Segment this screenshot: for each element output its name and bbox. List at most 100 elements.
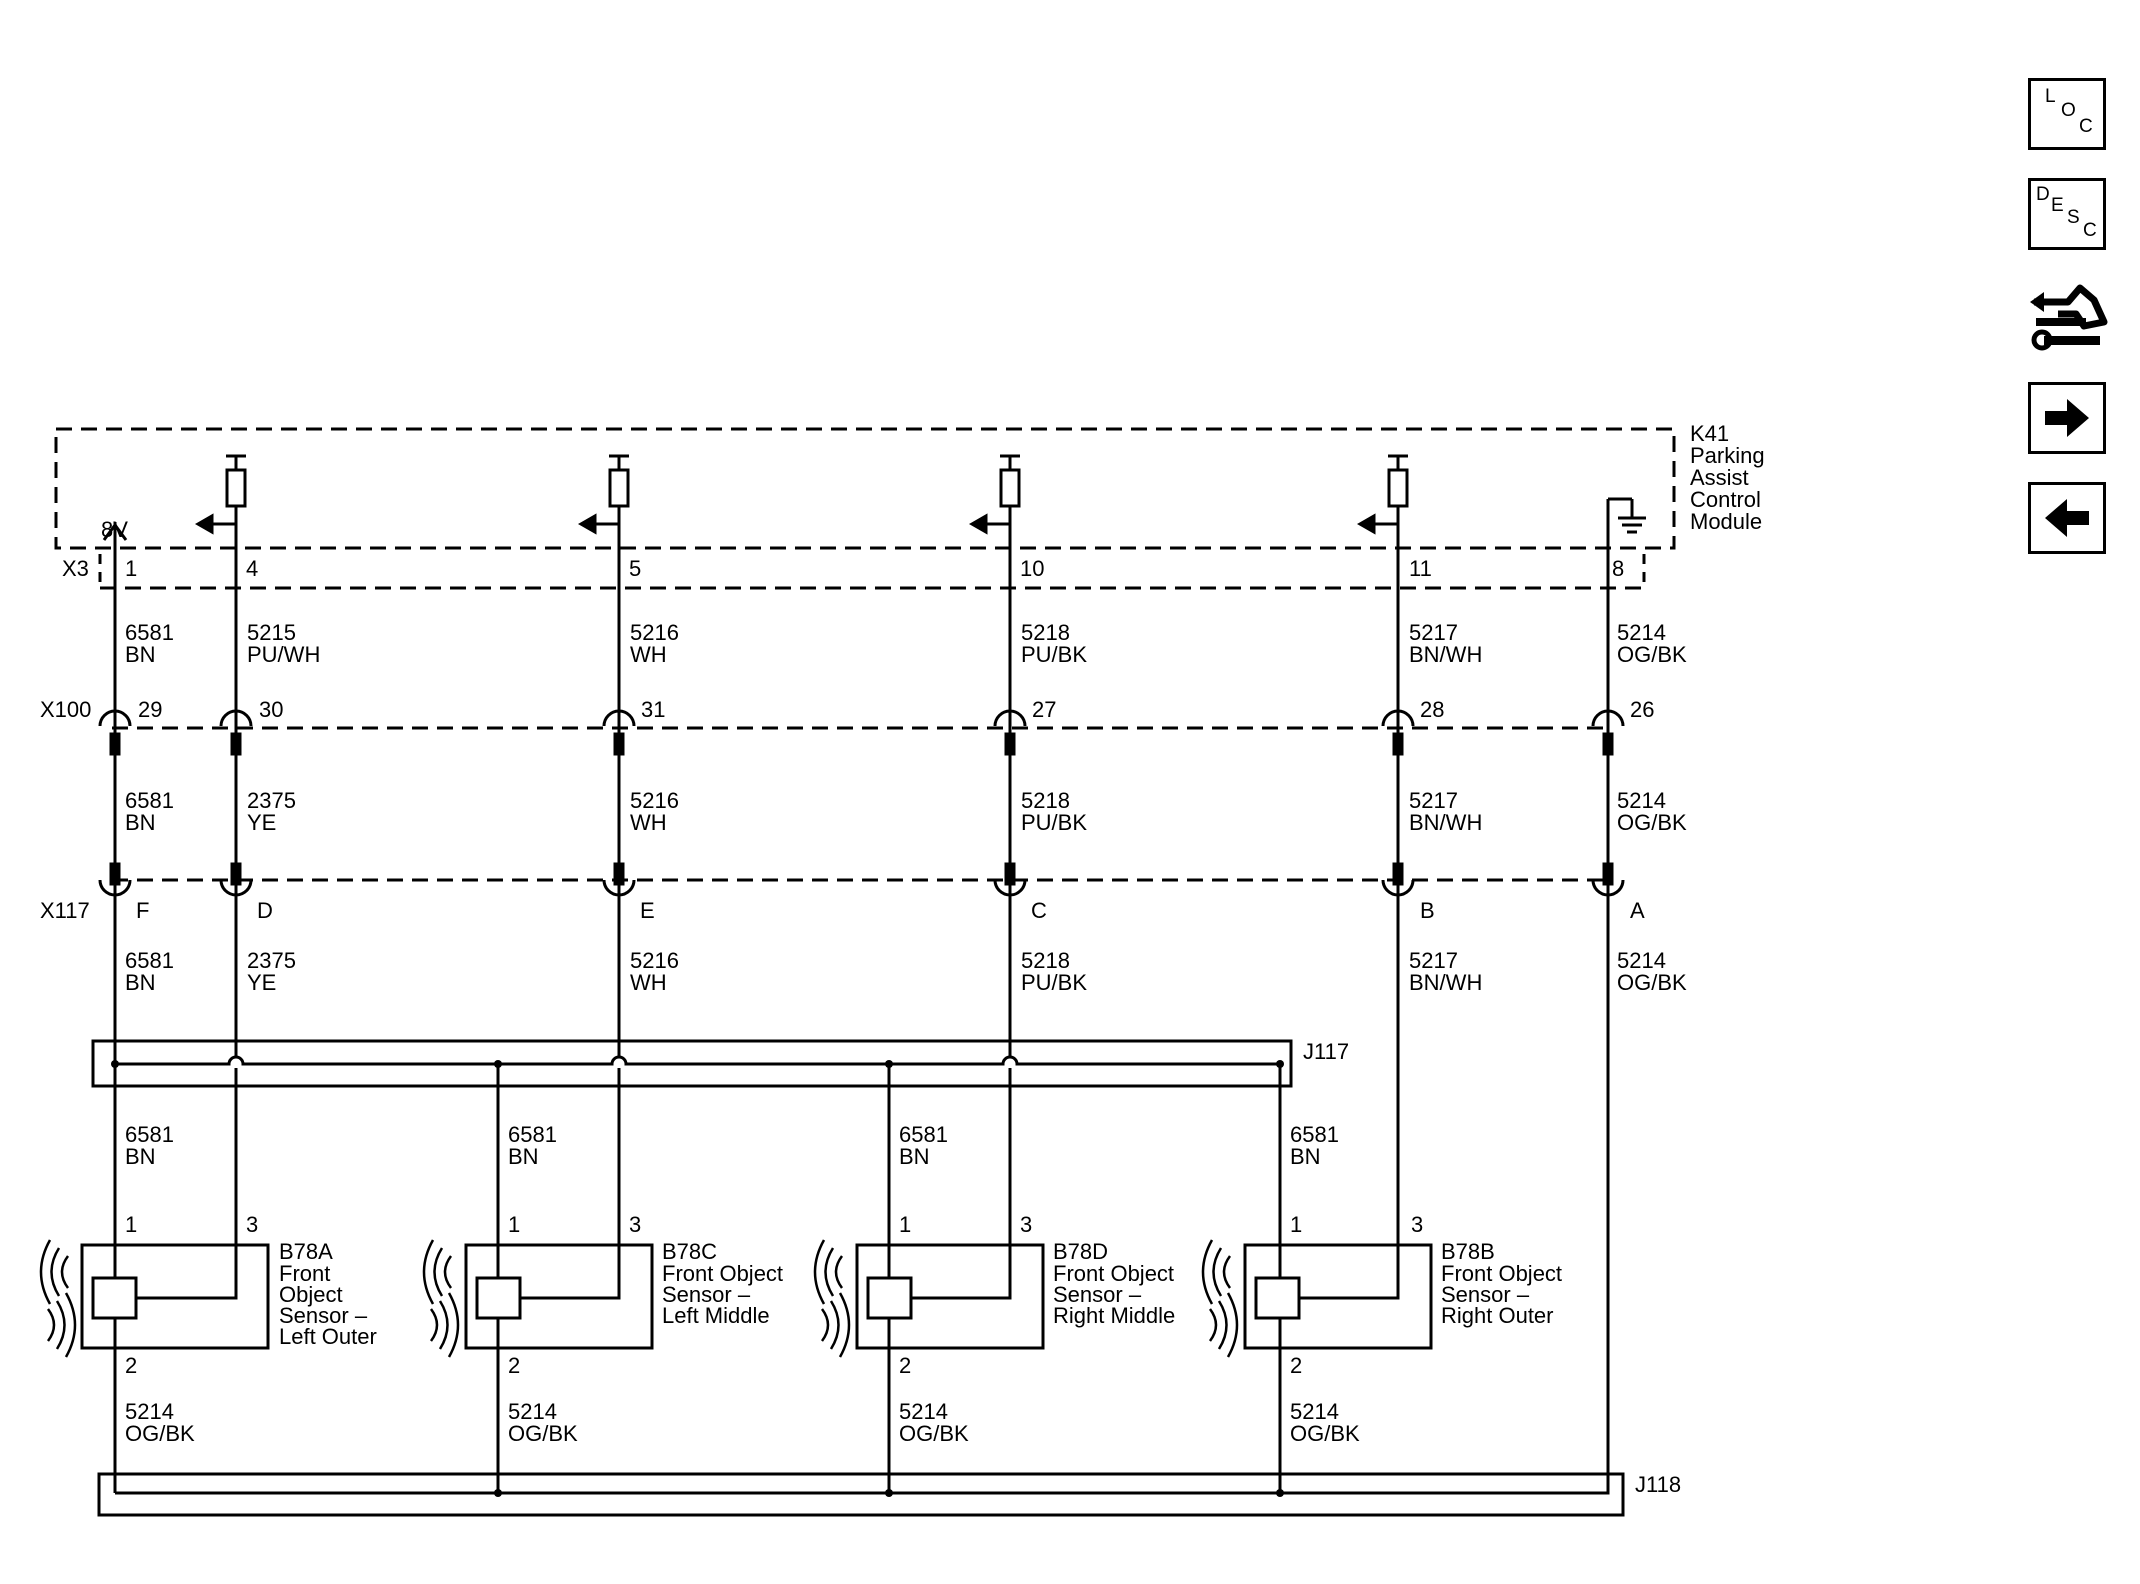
svg-text:F: F	[136, 898, 149, 923]
svg-text:1: 1	[125, 1212, 137, 1237]
x100-label: X100	[40, 697, 91, 722]
k41-module-boundary	[54, 427, 1676, 550]
svg-text:3: 3	[1411, 1212, 1423, 1237]
svg-text:1: 1	[899, 1212, 911, 1237]
svg-text:5214: 5214	[1617, 620, 1666, 645]
svg-text:B78A: B78A	[279, 1239, 333, 1264]
svg-text:11: 11	[1409, 556, 1432, 581]
svg-text:5: 5	[629, 556, 641, 581]
supply-8v-symbol	[102, 522, 128, 545]
x3-label: X3	[62, 556, 89, 581]
svg-text:Right Outer: Right Outer	[1441, 1303, 1554, 1328]
svg-text:6581: 6581	[125, 1122, 174, 1147]
svg-text:Sensor –: Sensor –	[279, 1303, 368, 1328]
svg-text:5218: 5218	[1021, 948, 1070, 973]
module-name-line: Parking	[1690, 443, 1765, 468]
connector-end-view-icon	[2030, 284, 2108, 351]
svg-text:5218: 5218	[1021, 788, 1070, 813]
svg-text:OG/BK: OG/BK	[1617, 970, 1687, 995]
supply-voltage-label: 8V	[101, 517, 128, 542]
svg-text:Sensor –: Sensor –	[662, 1282, 751, 1307]
svg-text:27: 27	[1032, 697, 1056, 722]
svg-text:1: 1	[125, 556, 137, 581]
svg-text:OG/BK: OG/BK	[125, 1421, 195, 1446]
svg-text:WH: WH	[630, 642, 667, 667]
svg-text:PU/BK: PU/BK	[1021, 970, 1087, 995]
svg-text:2: 2	[125, 1353, 137, 1378]
desc-letter: E	[2051, 195, 2064, 216]
svg-text:OG/BK: OG/BK	[508, 1421, 578, 1446]
svg-text:OG/BK: OG/BK	[1290, 1421, 1360, 1446]
svg-text:BN: BN	[125, 642, 156, 667]
svg-text:Object: Object	[279, 1282, 343, 1307]
svg-text:Left Middle: Left Middle	[662, 1303, 770, 1328]
svg-text:5216: 5216	[630, 788, 679, 813]
svg-text:Front Object: Front Object	[1053, 1261, 1174, 1286]
sensor-b78b	[1243, 1243, 1433, 1350]
input-circuit-10	[968, 454, 1021, 535]
svg-text:5214: 5214	[1617, 788, 1666, 813]
svg-text:5215: 5215	[247, 620, 296, 645]
j118-splice-pack	[97, 1472, 1625, 1517]
desc-button[interactable]: D E S C	[2028, 178, 2106, 250]
loc-letter: C	[2079, 116, 2093, 137]
svg-text:4: 4	[246, 556, 258, 581]
svg-text:5216: 5216	[630, 620, 679, 645]
svg-text:D: D	[257, 898, 273, 923]
module-name-line: Control	[1690, 487, 1761, 512]
svg-text:YE: YE	[247, 810, 276, 835]
svg-text:Front: Front	[279, 1261, 330, 1286]
svg-text:Front Object: Front Object	[662, 1261, 783, 1286]
prev-button[interactable]	[2028, 482, 2106, 554]
sensor-b78c	[464, 1243, 654, 1350]
svg-text:10: 10	[1020, 556, 1044, 581]
svg-text:PU/WH: PU/WH	[247, 642, 320, 667]
svg-text:30: 30	[259, 697, 283, 722]
svg-text:BN/WH: BN/WH	[1409, 642, 1482, 667]
arrow-left-icon	[2045, 499, 2089, 537]
svg-text:5214: 5214	[1290, 1399, 1339, 1424]
svg-text:BN/WH: BN/WH	[1409, 810, 1482, 835]
input-circuit-5	[577, 454, 630, 535]
svg-text:BN: BN	[1290, 1144, 1321, 1169]
svg-text:B: B	[1420, 898, 1435, 923]
svg-text:5214: 5214	[899, 1399, 948, 1424]
svg-text:Sensor –: Sensor –	[1053, 1282, 1142, 1307]
svg-text:29: 29	[138, 697, 162, 722]
arrow-right-icon	[2045, 399, 2089, 437]
svg-text:WH: WH	[630, 970, 667, 995]
svg-text:3: 3	[629, 1212, 641, 1237]
svg-text:Left Outer: Left Outer	[279, 1324, 377, 1349]
next-button[interactable]	[2028, 382, 2106, 454]
svg-text:OG/BK: OG/BK	[1617, 642, 1687, 667]
svg-text:6581: 6581	[125, 788, 174, 813]
sensor-b78d	[855, 1243, 1045, 1350]
svg-text:8: 8	[1612, 556, 1624, 581]
j117-splice-pack	[91, 1039, 1293, 1088]
desc-letter: C	[2083, 220, 2097, 241]
desc-letter: D	[2036, 184, 2050, 205]
svg-text:5214: 5214	[125, 1399, 174, 1424]
svg-text:31: 31	[641, 697, 665, 722]
svg-text:3: 3	[1020, 1212, 1032, 1237]
svg-text:Front Object: Front Object	[1441, 1261, 1562, 1286]
x117-label: X117	[40, 898, 90, 923]
loc-button[interactable]: L O C	[2028, 78, 2106, 150]
svg-text:A: A	[1630, 898, 1645, 923]
svg-text:2: 2	[899, 1353, 911, 1378]
module-label: K41 Parking Assist Control Module	[1690, 421, 1765, 534]
svg-text:1: 1	[1290, 1212, 1302, 1237]
svg-text:Sensor –: Sensor –	[1441, 1282, 1530, 1307]
svg-text:5217: 5217	[1409, 620, 1458, 645]
svg-text:BN/WH: BN/WH	[1409, 970, 1482, 995]
svg-text:YE: YE	[247, 970, 276, 995]
svg-text:Right Middle: Right Middle	[1053, 1303, 1175, 1328]
connector-end-view-button[interactable]	[2028, 278, 2110, 358]
